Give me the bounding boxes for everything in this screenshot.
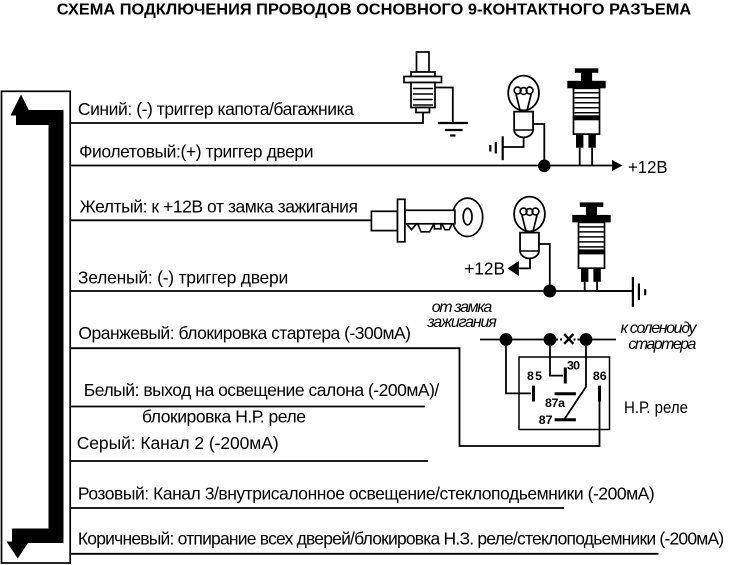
svg-text:Белый: выход на освещение сало: Белый: выход на освещение салона (-200мА… [84,380,440,400]
svg-text:зажигания: зажигания [426,314,497,331]
svg-text:Оранжевый: блокировка стартера: Оранжевый: блокировка стартера (-300мА) [78,323,411,343]
svg-text:Серый: Канал 2 (-200мА): Серый: Канал 2 (-200мА) [77,433,279,453]
svg-text:Синий: (-) триггер капота/бага: Синий: (-) триггер капота/багажника [78,99,354,119]
svg-text:стартера: стартера [628,336,696,353]
svg-text:Розовый: Канал 3/внутрисалонно: Розовый: Канал 3/внутрисалонное освещени… [78,484,655,504]
svg-text:Зеленый: (-) триггер двери: Зеленый: (-) триггер двери [78,267,288,287]
svg-text:87: 87 [539,413,553,427]
svg-text:87а: 87а [545,396,565,410]
svg-text:блокировка Н.Р. реле: блокировка Н.Р. реле [142,406,306,426]
svg-text:+12В: +12В [464,259,505,279]
svg-text:от замка: от замка [432,299,493,316]
svg-text:СХЕМА ПОДКЛЮЧЕНИЯ ПРОВОДОВ ОСН: СХЕМА ПОДКЛЮЧЕНИЯ ПРОВОДОВ ОСНОВНОГО 9-К… [57,1,691,18]
svg-text:Желтый: к +12В от замка зажига: Желтый: к +12В от замка зажигания [80,197,358,217]
svg-text:86: 86 [593,369,607,383]
svg-text:+12В: +12В [628,157,668,177]
svg-text:30: 30 [567,359,580,373]
svg-text:Н.Р. реле: Н.Р. реле [624,399,688,417]
svg-text:к соленоиду: к соленоиду [621,320,698,337]
svg-text:85: 85 [527,369,542,383]
svg-text:Фиолетовый:(+) триггер двери: Фиолетовый:(+) триггер двери [79,141,313,161]
svg-text:Коричневый: отпирание всех две: Коричневый: отпирание всех дверей/блокир… [78,528,724,548]
